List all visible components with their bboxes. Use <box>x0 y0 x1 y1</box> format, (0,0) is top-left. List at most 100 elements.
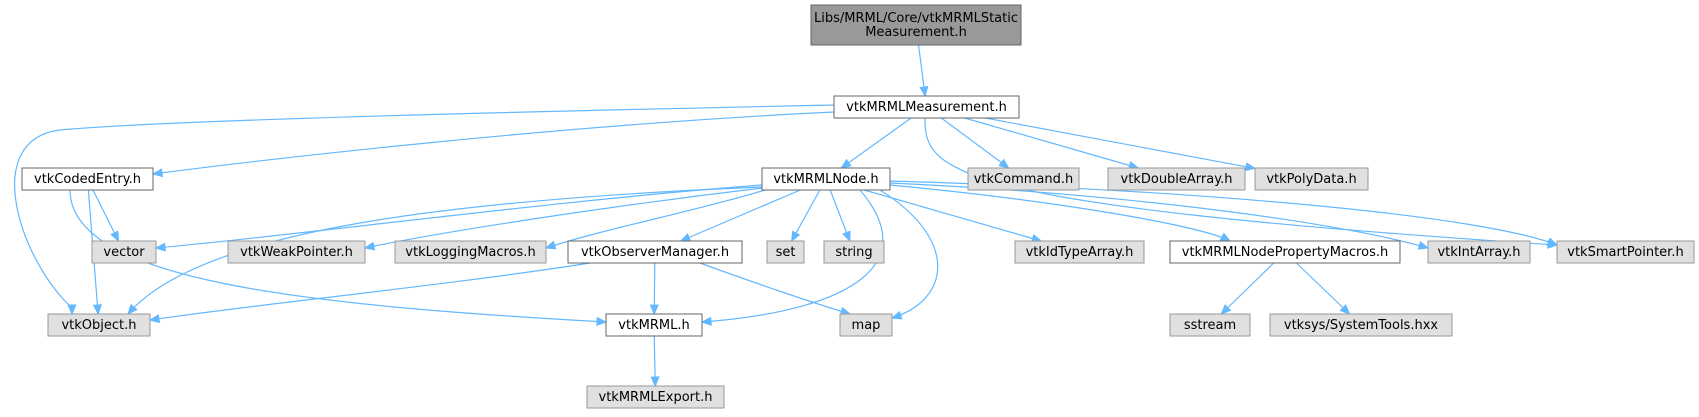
edge-arrowhead <box>92 304 102 316</box>
node-label: vtkDoubleArray.h <box>1121 172 1233 187</box>
node-mrml[interactable]: vtkMRML.h <box>605 313 703 337</box>
node-weakptr: vtkWeakPointer.h <box>227 240 366 264</box>
node-smartptr: vtkSmartPointer.h <box>1556 240 1695 264</box>
node-map: map <box>839 313 893 337</box>
node-label: vtkCodedEntry.h <box>34 172 141 187</box>
edge-arrowhead <box>544 240 557 250</box>
node-polydata: vtkPolyData.h <box>1254 167 1369 191</box>
node-box[interactable] <box>567 240 743 264</box>
nodes-layer: Libs/MRML/Core/vtkMRMLStaticMeasurement.… <box>21 4 1695 409</box>
edge-coded-to-vector <box>92 189 120 243</box>
edge-observer-to-object <box>148 262 591 324</box>
edge-arrowhead <box>842 230 851 243</box>
node-box <box>810 4 1022 46</box>
node-box[interactable] <box>1169 240 1401 264</box>
edge-line <box>879 189 939 319</box>
edge-root-to-meas <box>917 44 929 98</box>
edge-node-to-weakptr <box>363 187 763 251</box>
node-label: vtkMRML.h <box>618 318 689 333</box>
node-box <box>1014 240 1145 264</box>
edge-arrowhead <box>840 158 852 169</box>
edge-line <box>864 189 1042 242</box>
node-label: Measurement.h <box>865 25 967 40</box>
edge-line <box>1220 262 1275 315</box>
node-export: vtkMRMLExport.h <box>586 385 725 409</box>
edge-arrowhead <box>67 304 77 316</box>
edge-node-to-mrml <box>700 189 884 326</box>
edge-line <box>841 117 912 169</box>
node-box <box>1427 240 1531 264</box>
edge-line <box>149 262 591 321</box>
node-meas[interactable]: vtkMRMLMeasurement.h <box>833 95 1020 119</box>
node-sstream: sstream <box>1169 313 1251 337</box>
node-box <box>1254 167 1369 191</box>
node-label: vtkMRMLNodePropertyMacros.h <box>1182 245 1388 260</box>
node-box[interactable] <box>761 167 891 191</box>
node-intarr: vtkIntArray.h <box>1427 240 1531 264</box>
edge-line <box>14 104 835 314</box>
node-idtype: vtkIdTypeArray.h <box>1014 240 1145 264</box>
edge-arrowhead <box>127 303 138 315</box>
node-label: vtkCommand.h <box>974 172 1074 187</box>
edge-line <box>940 117 1010 169</box>
edge-propmacros-to-sstream <box>1220 262 1275 315</box>
node-label: map <box>852 318 881 333</box>
edge-meas-to-node <box>840 117 912 169</box>
node-box[interactable] <box>605 313 703 337</box>
node-label: Libs/MRML/Core/vtkMRMLStatic <box>814 11 1018 26</box>
edge-meas-to-command <box>940 117 1010 169</box>
edge-propmacros-to-systools <box>1296 262 1351 315</box>
edge-node-to-map <box>879 189 939 320</box>
edges-layer <box>14 44 1559 388</box>
edge-line <box>699 262 851 315</box>
edge-line <box>701 189 884 323</box>
node-box <box>227 240 366 264</box>
node-object: vtkObject.h <box>47 313 151 337</box>
node-systools: vtksys/SystemTools.hxx <box>1269 313 1453 337</box>
node-box[interactable] <box>21 167 154 191</box>
node-string: string <box>823 240 885 264</box>
node-coded[interactable]: vtkCodedEntry.h <box>21 167 154 191</box>
node-box <box>1107 167 1246 191</box>
node-node[interactable]: vtkMRMLNode.h <box>761 167 891 191</box>
edge-arrowhead <box>1417 240 1430 250</box>
edge-line <box>1296 262 1350 315</box>
edge-arrowhead <box>650 376 660 388</box>
node-label: vtkObserverManager.h <box>581 245 729 260</box>
node-command: vtkCommand.h <box>967 167 1080 191</box>
edge-arrowhead <box>1244 162 1257 172</box>
edge-line <box>155 184 763 249</box>
node-label: vtkObject.h <box>61 318 136 333</box>
edge-arrowhead <box>154 242 166 252</box>
edge-node-to-vector <box>154 184 763 252</box>
node-label: vtkSmartPointer.h <box>1567 245 1683 260</box>
node-box <box>1169 313 1251 337</box>
edge-line <box>92 189 120 242</box>
node-label: vtkMRMLNode.h <box>773 172 878 187</box>
node-label: vtkIdTypeArray.h <box>1026 245 1134 260</box>
edge-line <box>680 189 801 242</box>
edge-arrowhead <box>790 230 801 243</box>
edge-observer-to-mrml <box>649 262 659 316</box>
node-label: vector <box>103 245 145 260</box>
edge-node-to-set <box>790 189 821 243</box>
node-box <box>839 313 893 337</box>
edge-node-to-object <box>127 186 763 315</box>
edge-line <box>152 111 835 175</box>
edge-meas-to-polydata <box>985 117 1257 172</box>
node-label: vtkPolyData.h <box>1266 172 1356 187</box>
node-box <box>1556 240 1695 264</box>
node-vector: vector <box>91 240 157 264</box>
edge-arrowhead <box>151 168 164 178</box>
edge-arrowhead <box>1339 304 1351 315</box>
edge-observer-to-map <box>699 262 852 316</box>
node-label: vtkMRMLMeasurement.h <box>846 100 1007 115</box>
edge-line <box>791 189 821 242</box>
node-box[interactable] <box>833 95 1020 119</box>
edge-arrowhead <box>110 230 120 243</box>
node-observer[interactable]: vtkObserverManager.h <box>567 240 743 264</box>
edge-node-to-string <box>829 189 851 243</box>
node-box <box>967 167 1080 191</box>
edge-arrowhead <box>1546 237 1559 246</box>
node-propmacros[interactable]: vtkMRMLNodePropertyMacros.h <box>1169 240 1401 264</box>
